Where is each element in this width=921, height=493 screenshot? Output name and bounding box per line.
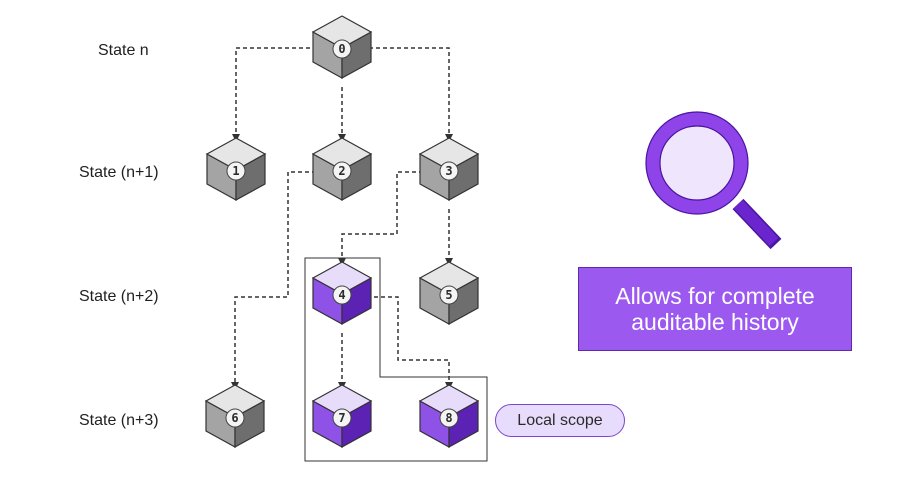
cube-number: 4: [338, 288, 345, 302]
cube-node-6: 6: [204, 384, 266, 449]
connectors: [231, 47, 453, 390]
cube-number-badge: [439, 285, 459, 305]
cube-number-badge: [332, 285, 352, 305]
callout-box: Allows for complete auditable history: [578, 267, 852, 351]
local-scope-outline: [304, 257, 488, 462]
cube-number-badge: [225, 408, 245, 428]
cube-number: 3: [445, 164, 452, 178]
cube-number: 0: [338, 42, 345, 56]
cube-node-0: 0: [311, 15, 373, 80]
cube-number-badge: [332, 39, 352, 59]
cube-node-4: 4: [311, 261, 373, 326]
callout-text: Allows for complete auditable history: [615, 283, 815, 335]
state-label-n: State n: [98, 42, 149, 59]
cube-node-8: 8: [418, 384, 480, 449]
edge-0-3: [369, 47, 453, 142]
edge-2-6: [231, 171, 316, 390]
state-label-n1: State (n+1): [79, 164, 159, 181]
cube-number-badge: [439, 161, 459, 181]
cube-node-3: 3: [418, 137, 480, 202]
cube-node-7: 7: [311, 384, 373, 449]
state-label-n2: State (n+2): [79, 288, 159, 305]
cube-number: 6: [231, 411, 238, 425]
cube-node-2: 2: [311, 137, 373, 202]
cube-node-1: 1: [205, 137, 267, 202]
cube-node-5: 5: [418, 261, 480, 326]
cubes: 0 1 2 3 4 5 6 7 8: [204, 15, 480, 449]
magnifier-icon: [645, 111, 782, 250]
edge-3-4: [338, 171, 423, 266]
cube-number-badge: [226, 161, 246, 181]
cube-number-badge: [439, 408, 459, 428]
cube-number: 5: [445, 288, 452, 302]
cube-number: 8: [445, 411, 452, 425]
state-label-n3: State (n+3): [79, 412, 159, 429]
cube-number: 2: [338, 164, 345, 178]
edge-4-8: [367, 296, 453, 390]
local-scope-label: Local scope: [495, 404, 625, 437]
cube-number-badge: [332, 161, 352, 181]
edge-0-1: [232, 47, 317, 142]
cube-number-badge: [332, 408, 352, 428]
cube-number: 1: [232, 164, 239, 178]
cube-number: 7: [338, 411, 345, 425]
